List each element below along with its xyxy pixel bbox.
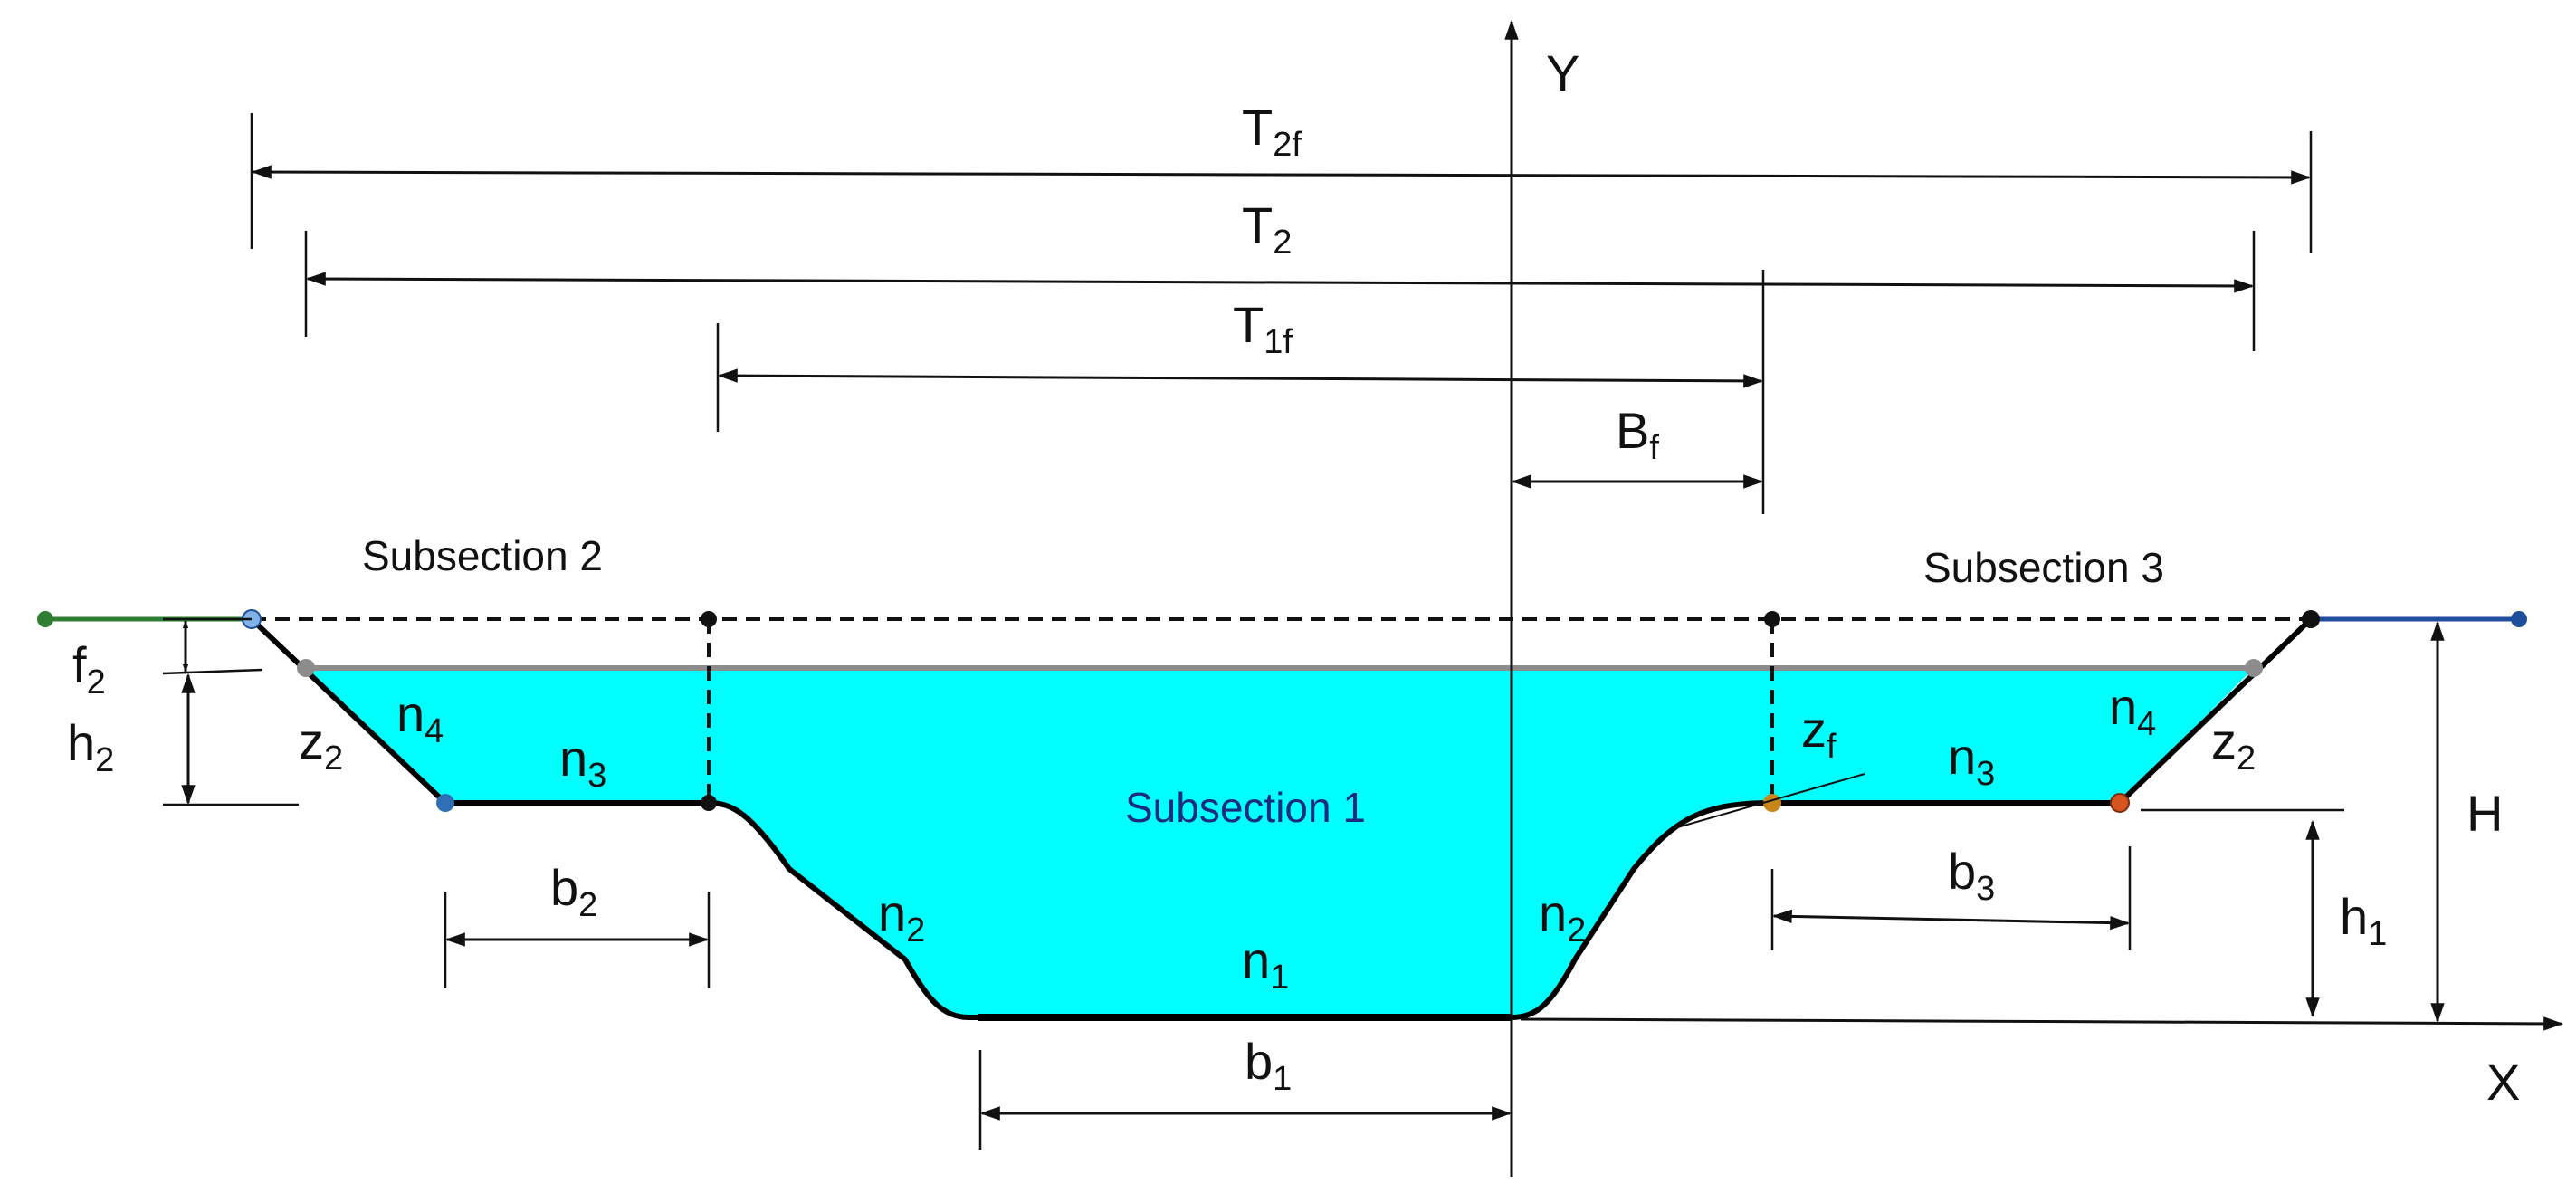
left-bankfull-point	[701, 611, 717, 627]
t1f-dimension	[717, 368, 1764, 388]
right-outer-point	[2511, 611, 2527, 627]
f2-label: f2	[72, 636, 106, 701]
right-top-point	[2302, 610, 2320, 628]
n3-right-label: n3	[1948, 728, 1995, 793]
x-axis-label: X	[2486, 1054, 2520, 1111]
b3-dimension	[1771, 909, 2131, 931]
t2f-label: T2f	[1242, 99, 1302, 164]
z2-left-label: z2	[299, 712, 343, 778]
zf-label: zf	[1801, 701, 1837, 766]
b2-label: b2	[550, 859, 597, 924]
x-axis	[1520, 1016, 2564, 1031]
right-bankfull-point	[1764, 611, 1780, 627]
water-body	[306, 668, 2254, 1017]
z2-right-label: z2	[2211, 712, 2256, 778]
subsection-3-label: Subsection 3	[1923, 544, 2164, 591]
n4-left-label: n4	[396, 685, 444, 750]
t2-dimension	[305, 272, 2255, 293]
n2-left-label: n2	[878, 884, 925, 950]
bf-label: Bf	[1616, 402, 1659, 467]
t2f-dimension	[251, 165, 2312, 185]
left-floodplain-outer-point	[436, 794, 454, 812]
n1-label: n1	[1242, 931, 1289, 997]
n3-left-label: n3	[559, 730, 606, 795]
subsection-2-label: Subsection 2	[362, 532, 603, 579]
f2-ext-bottom	[162, 668, 263, 675]
h2-label: h2	[67, 714, 114, 779]
right-water-point	[2245, 659, 2263, 677]
h1-label: h1	[2340, 888, 2387, 953]
zf-slope-tangent	[1674, 773, 1865, 829]
t2-label: T2	[1242, 196, 1292, 262]
h-label: H	[2466, 785, 2503, 842]
t1f-label: T1f	[1233, 296, 1293, 361]
n4-right-label: n4	[2109, 678, 2156, 743]
left-water-point	[297, 659, 315, 677]
b1-label: b1	[1245, 1033, 1292, 1098]
subsection-1-label: Subsection 1	[1125, 784, 1366, 831]
b3-label: b3	[1948, 843, 1995, 908]
left-outer-point	[37, 611, 53, 627]
right-floodplain-outer-point	[2110, 793, 2130, 813]
left-floodplain-inner-point	[701, 795, 717, 811]
y-axis-label: Y	[1546, 44, 1579, 101]
n2-right-label: n2	[1539, 884, 1586, 950]
